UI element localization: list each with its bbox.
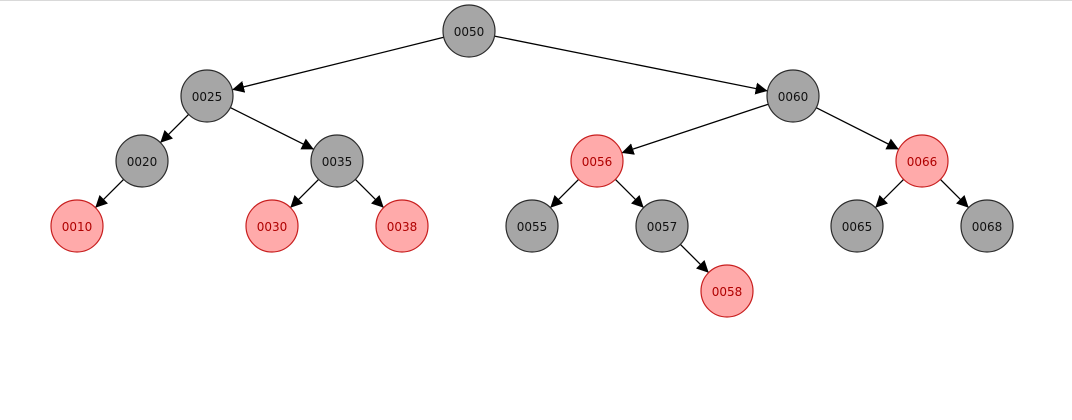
node-circle-0038 — [375, 199, 429, 253]
tree-node-0010: 0010 — [50, 199, 104, 253]
edge-0050-to-0025 — [232, 36, 444, 93]
node-label-0056: 0056 — [582, 155, 613, 169]
node-circle-0055 — [505, 199, 559, 253]
edge-0066-to-0065 — [875, 178, 905, 208]
tree-node-0055: 0055 — [505, 199, 559, 253]
edge-0066-to-0068 — [939, 178, 969, 208]
edge-0060-to-0056 — [621, 103, 769, 155]
node-label-0020: 0020 — [127, 155, 158, 169]
node-label-0065: 0065 — [842, 220, 873, 234]
node-circle-0020 — [115, 134, 169, 188]
nodes-layer: 0050 0025 0060 0020 0035 0056 0066 0010 0030 0038… — [50, 4, 1014, 318]
node-circle-0056 — [570, 134, 624, 188]
edge-0050-to-0060 — [494, 35, 768, 95]
tree-node-0056: 0056 — [570, 134, 624, 188]
tree-node-0065: 0065 — [830, 199, 884, 253]
node-circle-0010 — [50, 199, 104, 253]
node-circle-0060 — [766, 69, 820, 123]
node-circle-0065 — [830, 199, 884, 253]
edge-0060-to-0066 — [815, 107, 899, 150]
tree-node-0068: 0068 — [960, 199, 1014, 253]
node-label-0038: 0038 — [387, 220, 418, 234]
edge-0020-to-0010 — [95, 178, 125, 208]
node-circle-0050 — [442, 4, 496, 58]
edge-0025-to-0020 — [160, 113, 190, 143]
node-label-0068: 0068 — [972, 220, 1003, 234]
node-circle-0030 — [245, 199, 299, 253]
node-label-0050: 0050 — [454, 25, 485, 39]
tree-node-0030: 0030 — [245, 199, 299, 253]
tree-node-0050: 0050 — [442, 4, 496, 58]
edge-0025-to-0035 — [230, 107, 314, 150]
node-label-0057: 0057 — [647, 220, 678, 234]
tree-node-0038: 0038 — [375, 199, 429, 253]
tree-node-0025: 0025 — [180, 69, 234, 123]
node-label-0010: 0010 — [62, 220, 93, 234]
node-label-0066: 0066 — [907, 155, 938, 169]
node-circle-0057 — [635, 199, 689, 253]
node-label-0058: 0058 — [712, 285, 743, 299]
edge-0056-to-0055 — [550, 178, 580, 208]
node-circle-0068 — [960, 199, 1014, 253]
edge-0035-to-0038 — [354, 178, 384, 208]
node-circle-0035 — [310, 134, 364, 188]
node-circle-0066 — [895, 134, 949, 188]
node-label-0025: 0025 — [192, 90, 223, 104]
tree-node-0020: 0020 — [115, 134, 169, 188]
edge-0056-to-0057 — [614, 178, 644, 208]
edge-0057-to-0058 — [679, 243, 709, 273]
tree-node-0066: 0066 — [895, 134, 949, 188]
edge-0035-to-0030 — [290, 178, 320, 208]
edges-layer — [95, 35, 969, 273]
node-label-0030: 0030 — [257, 220, 288, 234]
node-circle-0025 — [180, 69, 234, 123]
node-circle-0058 — [700, 264, 754, 318]
tree-node-0060: 0060 — [766, 69, 820, 123]
top-border — [0, 0, 1072, 1]
node-label-0035: 0035 — [322, 155, 353, 169]
tree-node-0035: 0035 — [310, 134, 364, 188]
node-label-0055: 0055 — [517, 220, 548, 234]
node-label-0060: 0060 — [778, 90, 809, 104]
tree-node-0057: 0057 — [635, 199, 689, 253]
tree-node-0058: 0058 — [700, 264, 754, 318]
